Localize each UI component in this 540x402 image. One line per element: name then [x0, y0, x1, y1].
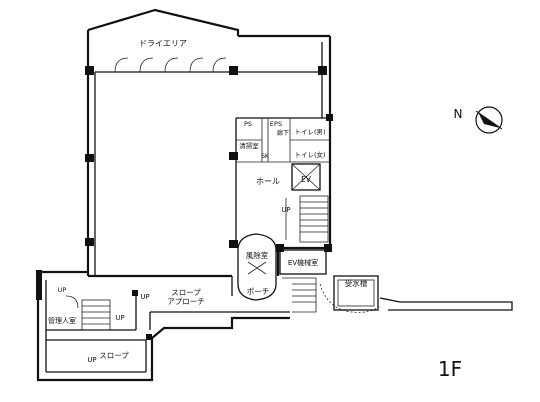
structural-columns [85, 66, 333, 252]
compass-north-label: N [454, 107, 463, 121]
toilet-women-label: トイレ(女) [294, 150, 325, 159]
ev-machine-room-label: EV機械室 [288, 258, 318, 267]
manager-room-label: 管理人室 [48, 316, 76, 325]
water-tank-area [319, 275, 513, 313]
main-building-walls [86, 8, 332, 313]
left-up-label: UP [58, 286, 67, 294]
approach-slope-label: スロープ [171, 288, 201, 297]
sk-label: SK [261, 153, 270, 160]
windbreak-room-label: 風除室 [246, 250, 269, 260]
hall-label: ホール [256, 177, 280, 186]
lower-wing-walls [36, 270, 290, 382]
dry-area-doors [114, 57, 227, 73]
porch-label: ポーチ [247, 287, 270, 296]
eps-label: EPS [270, 120, 282, 128]
compass [475, 106, 503, 134]
corridor-label: 廊下 [277, 129, 289, 137]
water-tank-label: 受水槽 [345, 278, 368, 288]
ev-label: EV [301, 175, 312, 184]
manager-up-label: UP [115, 314, 124, 322]
floor-label: 1F [438, 357, 462, 381]
lower-up-label: UP [87, 356, 96, 364]
approach-up-label: UP [140, 293, 149, 301]
toilet-men-label: トイレ(男) [294, 128, 325, 136]
ps-label: PS [244, 120, 252, 128]
cleaning-room-label: 清掃室 [239, 141, 259, 150]
hall-up-label: UP [281, 206, 290, 214]
approach-label: アプローチ [167, 297, 205, 306]
lower-slope-label: スロープ [99, 351, 129, 360]
dry-area-label: ドライエリア [139, 39, 187, 48]
